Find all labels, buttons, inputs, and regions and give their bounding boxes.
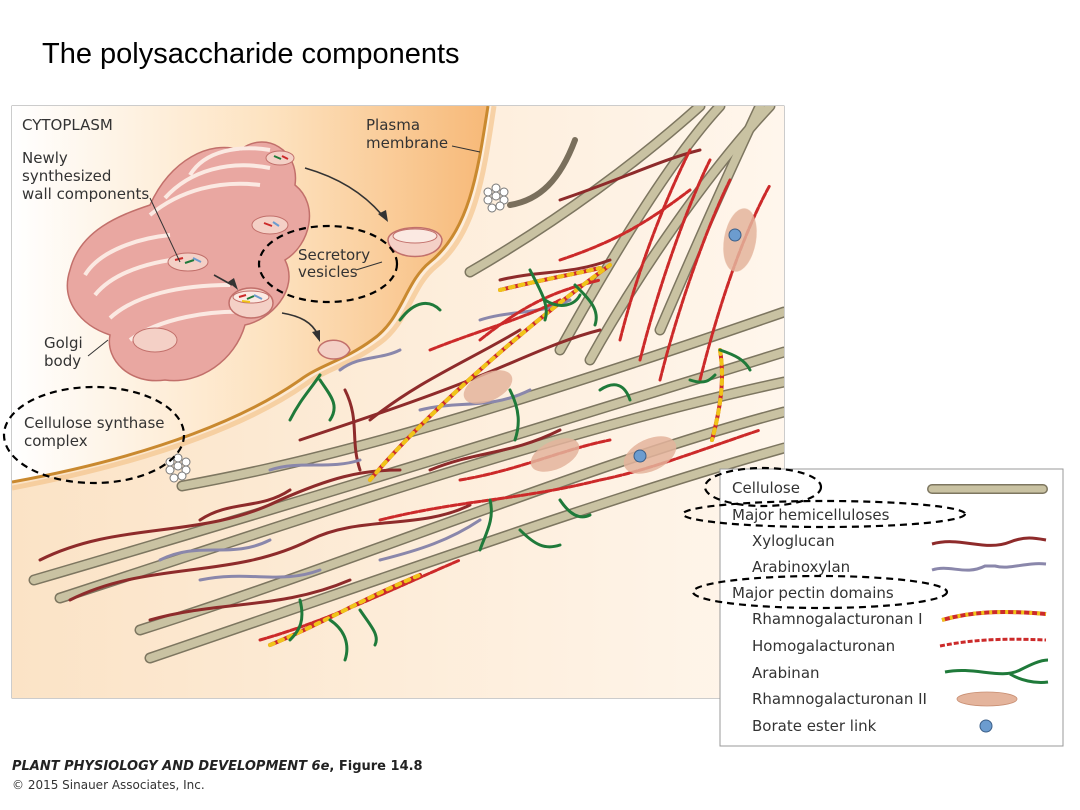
legend-arabinoxylan-swatch bbox=[931, 562, 1047, 572]
legend-rg2-swatch bbox=[956, 691, 1018, 707]
rhamnogalacturonan-ii bbox=[463, 208, 757, 474]
secretory-vesicles-label-1: Secretory bbox=[298, 246, 370, 264]
legend: Cellulose Major hemicelluloses Xylogluca… bbox=[681, 466, 1064, 747]
legend-homogalacturonan-label: Homogalacturonan bbox=[752, 637, 895, 655]
legend-arabinoxylan-label: Arabinoxylan bbox=[752, 558, 850, 576]
rhamnogalacturonan-i-strands bbox=[268, 263, 724, 647]
legend-highlight-ellipses bbox=[681, 466, 967, 610]
legend-borate-label: Borate ester link bbox=[752, 717, 877, 735]
slide-title: The polysaccharide components bbox=[42, 38, 460, 70]
highlight-ellipses bbox=[2, 224, 399, 485]
arabinan-strands bbox=[288, 268, 752, 662]
cellulose-microfibrils bbox=[28, 106, 784, 664]
golgi-body-label-2: body bbox=[44, 352, 81, 370]
legend-pectin-label: Major pectin domains bbox=[732, 584, 894, 602]
footer-citation: PLANT PHYSIOLOGY AND DEVELOPMENT 6e, Fig… bbox=[12, 759, 423, 774]
legend-cellulose-label: Cellulose bbox=[732, 479, 800, 497]
newly-synthesized-label-2: synthesized bbox=[22, 167, 111, 185]
cellulose-synthase-label-1: Cellulose synthase bbox=[24, 414, 165, 432]
legend-xyloglucan-label: Xyloglucan bbox=[752, 532, 835, 550]
secretory-vesicle bbox=[228, 226, 443, 360]
footer-figure: , Figure 14.8 bbox=[329, 759, 423, 774]
label-leaders bbox=[87, 145, 481, 357]
legend-rg2-label: Rhamnogalacturonan II bbox=[752, 690, 927, 708]
legend-xyloglucan-swatch bbox=[931, 536, 1047, 547]
legend-hemicelluloses-label: Major hemicelluloses bbox=[732, 506, 890, 524]
xyloglucan-strands bbox=[38, 148, 702, 622]
cellulose-synthase-label-2: complex bbox=[24, 432, 88, 450]
legend-arabinan-label: Arabinan bbox=[752, 664, 820, 682]
golgi-body-label-1: Golgi bbox=[44, 334, 83, 352]
footer-copyright: © 2015 Sinauer Associates, Inc. bbox=[12, 778, 205, 792]
newly-synthesized-label-3: wall components bbox=[22, 185, 149, 203]
borate-ester-links bbox=[633, 228, 742, 463]
legend-rg1-label: Rhamnogalacturonan I bbox=[752, 610, 923, 628]
cytoplasm-label: CYTOPLASM bbox=[22, 116, 113, 134]
plasma-membrane-label-1: Plasma bbox=[366, 116, 420, 134]
newly-synthesized-label-1: Newly bbox=[22, 149, 68, 167]
plasma-membrane bbox=[12, 106, 490, 484]
secretory-vesicles-label-2: vesicles bbox=[298, 263, 358, 281]
legend-borate-swatch bbox=[979, 719, 993, 733]
footer-book: PLANT PHYSIOLOGY AND DEVELOPMENT 6e bbox=[12, 759, 330, 774]
legend-homogalacturonan-swatch bbox=[939, 637, 1047, 648]
plasma-membrane-label-2: membrane bbox=[366, 134, 448, 152]
legend-arabinan-swatch bbox=[944, 658, 1049, 684]
